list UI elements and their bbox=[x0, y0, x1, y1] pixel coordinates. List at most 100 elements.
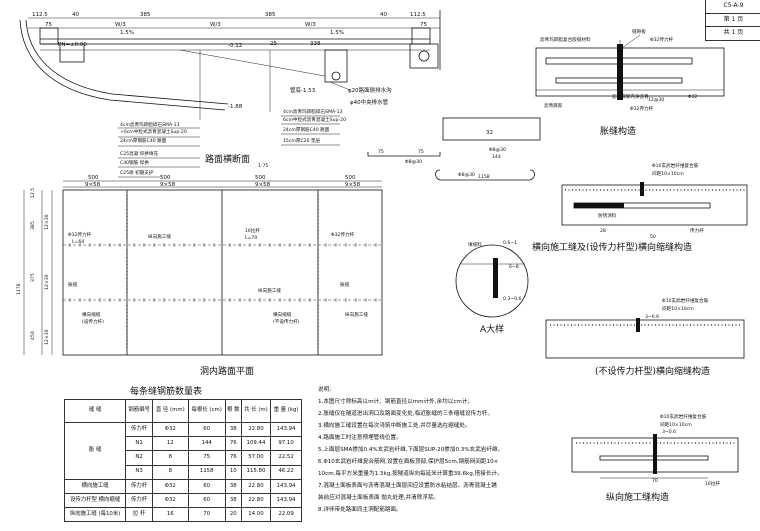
dim-top2-4: 75 bbox=[420, 22, 427, 28]
table-row: 纵向施工缝 (每10米) 拉 杆 16 70 20 14.00 22.09 bbox=[63, 507, 302, 523]
note-item: 1.本图尺寸除标高以m计、钢筋直径以mm计外,余均以cm计。 bbox=[318, 399, 474, 405]
plan-sub-dim-0: 9×58 bbox=[85, 182, 101, 188]
exp-label-0: 沥青玛蹄脂复合嵌缝材料 bbox=[540, 36, 591, 43]
note-item: 6.Φ10玄武岩纤维复合筋网,设置在面板顶部,保护层5cm,钢筋网间距10× bbox=[318, 459, 499, 465]
pavement-cross-section: 112.5 40 385 385 40 112.5 75 W/3 W/3 W/3… bbox=[19, 10, 441, 178]
table-cell: 设传力杆型 横向缩缝 bbox=[63, 492, 127, 509]
table-cell: 横向施工缝 bbox=[63, 478, 127, 494]
bar2-d1: 75 bbox=[418, 149, 424, 155]
da-label-0: 填缝料 bbox=[468, 241, 482, 248]
layer-left-2: 24cm厚钢筋C40 路面 bbox=[120, 137, 167, 144]
detail-a: 填缝料 0.6~1 6~8 0.3~0.6 A大样 bbox=[455, 240, 529, 335]
notes-heading: 说明: bbox=[318, 387, 332, 393]
nd-label-0: Φ10玄武岩纤维复合筋 bbox=[662, 297, 709, 304]
dim-top-3: 385 bbox=[265, 12, 276, 18]
table-row: 胀 缝 传力杆 Φ32 60 38 22.80 143.94 bbox=[63, 421, 302, 480]
plan-left-2: 385 bbox=[30, 221, 36, 230]
table-cell: N2 bbox=[125, 450, 154, 466]
grade-label: -0.12 bbox=[228, 43, 242, 49]
dj-label-2: 防锈涂料 bbox=[598, 212, 617, 219]
table-cell: 传力杆 bbox=[125, 478, 154, 494]
plan-sub-dim-1: 9×58 bbox=[160, 182, 176, 188]
expansion-title: 胀缝构造 bbox=[600, 125, 636, 137]
table-cell: 14.00 bbox=[240, 507, 272, 523]
table-cell: 1158 bbox=[187, 464, 226, 480]
plan-title: 洞内路面平面 bbox=[200, 365, 254, 377]
dim-top-5: 112.5 bbox=[410, 12, 426, 18]
table-cell: Φ32 bbox=[152, 478, 189, 494]
slope-left: 1.5% bbox=[120, 30, 134, 36]
detail-a-title: A大样 bbox=[480, 323, 504, 335]
table-cell: 143.94 bbox=[270, 478, 302, 494]
table-header: 重 量 (kg) bbox=[270, 399, 302, 423]
lj-dim-0: 3~0.6 bbox=[662, 429, 676, 435]
table-cell: 60 bbox=[187, 478, 226, 494]
table-cell: 22.80 bbox=[240, 492, 272, 509]
pipe-label: 管底-1.53 bbox=[290, 86, 316, 94]
table-cell: 57.00 bbox=[240, 450, 272, 466]
bar3-len: 1158 bbox=[478, 174, 490, 180]
plan-trans-joint2: 横向缩缝 bbox=[273, 311, 292, 318]
table-cell: 纵向施工缝 (每10米) bbox=[63, 507, 127, 523]
plan-long-len: L=70 bbox=[245, 235, 257, 241]
dowel-joint-title: 横向施工缝及(设传力杆型)横向缩缝构造 bbox=[532, 241, 692, 253]
nd-dim-0: 3~0.6 bbox=[645, 314, 659, 320]
plan-left-10: 12×30 bbox=[44, 329, 50, 345]
elev-mid: -1.88 bbox=[228, 104, 243, 110]
table-cell: 12 bbox=[152, 436, 189, 452]
exp-label-7: Φ32 bbox=[688, 94, 698, 100]
plan-long-joint: 纵向施工缝 bbox=[148, 233, 171, 240]
table-cell: 143.94 bbox=[270, 421, 302, 438]
table-cell: 38 bbox=[224, 478, 242, 494]
bar2-label: Φ8@30 bbox=[405, 159, 422, 165]
note-item: 装前应对混凝土面板表面 抛丸处理,并清除浮浆。 bbox=[318, 495, 440, 501]
table-cell: 115.80 bbox=[240, 464, 272, 480]
lj-dim-1: 70 bbox=[652, 478, 658, 484]
total-sheets: 共 1 页 bbox=[723, 29, 744, 37]
table-cell: 8 bbox=[152, 450, 189, 466]
plan-sub-dim-3: 9×58 bbox=[345, 182, 361, 188]
layer-left-5: C25喷 初期支护 bbox=[120, 169, 154, 176]
plan-dowel: Φ32传力杆 bbox=[68, 231, 92, 238]
dim-top-4: 40 bbox=[380, 12, 387, 18]
exp-label-6: 12@30 bbox=[648, 97, 664, 103]
long-joint-title: 纵向施工缝构造 bbox=[606, 491, 669, 503]
dj-label-0: Φ10玄武岩纤维复合筋 bbox=[652, 162, 699, 169]
plan-top-dim-0: 500 bbox=[88, 175, 99, 181]
note-item: 3.横向施工缝设置在每次浇筑中断施工处,并尽量选在缩缝处。 bbox=[318, 423, 471, 429]
rebar-table-title: 每条缝钢筋数量表 bbox=[130, 385, 202, 397]
plan-long-joint2: 纵向施工缝 bbox=[258, 287, 281, 294]
exp-label-4: Φ32传力杆 bbox=[630, 105, 654, 112]
plan-left-7: 12×30 bbox=[44, 274, 50, 290]
table-cell: 76 bbox=[224, 436, 242, 452]
layer-right-2: 24cm厚钢筋C40 路面 bbox=[283, 126, 330, 133]
table-row: N2 8 75 76 57.00 22.52 bbox=[65, 450, 302, 466]
bar-shapes: 32 Φ8@30 144 75 75 Φ8@30 1158 Φ8@30 bbox=[367, 117, 541, 181]
bar1-label: Φ8@30 bbox=[489, 147, 506, 153]
plan-edge-b: 胀缝 bbox=[340, 281, 350, 288]
table-cell: 109.44 bbox=[240, 436, 272, 452]
table-cell: 70 bbox=[187, 507, 226, 523]
plan-top-dim-2: 500 bbox=[255, 175, 266, 181]
section-scale: 1:75 bbox=[258, 163, 268, 169]
table-cell: 97.10 bbox=[270, 436, 302, 452]
drain-note: φ20路面侧排水沟 bbox=[348, 86, 392, 94]
table-cell: Φ32 bbox=[152, 421, 189, 438]
note-item: 4.路面施工时注意预埋管线位置。 bbox=[318, 435, 402, 441]
plan-left-8: 450 bbox=[30, 331, 36, 340]
title-block: C5-A-9 第 1 页 共 1 页 bbox=[705, 0, 760, 41]
no-dowel-title: (不设传力杆型)横向缩缝构造 bbox=[595, 365, 710, 377]
dim-top-0: 112.5 bbox=[32, 12, 48, 18]
table-cell: 10 bbox=[224, 464, 242, 480]
dim-top2-2: W/3 bbox=[210, 22, 221, 28]
plan-left-0: 12.5 bbox=[30, 188, 36, 198]
notes-block: 说明: 1.本图尺寸除标高以m计、钢筋直径以mm计外,余均以cm计。 2.胀缝仅… bbox=[318, 384, 553, 516]
exp-label-1: 缝隙板 bbox=[632, 28, 646, 35]
table-header: 钢筋编号 bbox=[125, 399, 154, 423]
da-label-2: 6~8 bbox=[509, 264, 519, 270]
bar3-label: Φ8@30 bbox=[458, 172, 475, 178]
slope-right: 1.5% bbox=[330, 30, 344, 36]
plan-dowel-len: L=60 bbox=[72, 239, 84, 245]
plan-trans-joint2-sub: (不设传力杆) bbox=[273, 318, 300, 325]
